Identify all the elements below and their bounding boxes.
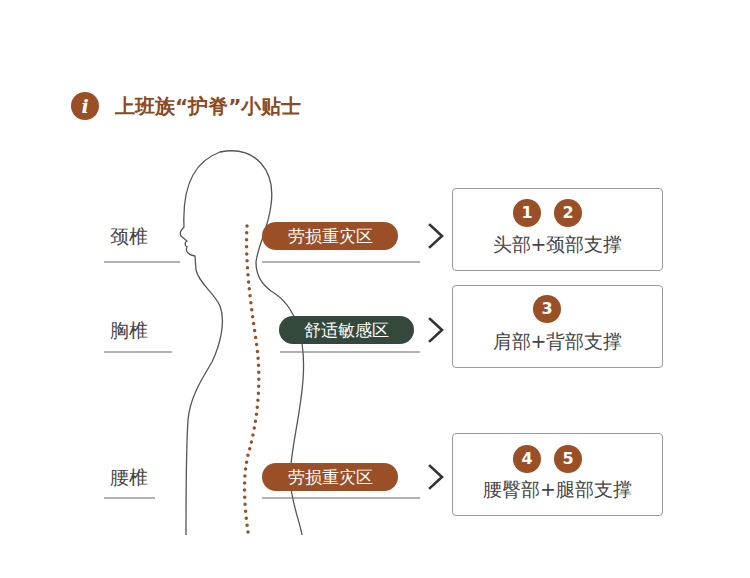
pill-text: 劳损重灾区: [288, 226, 373, 246]
zone-pill: 劳损重灾区: [262, 222, 398, 250]
zone-pill: 劳损重灾区: [262, 463, 398, 491]
underlines: [104, 262, 420, 498]
callout-number: 1: [513, 199, 541, 227]
chevron-connector: [398, 225, 452, 247]
circle-text: 1: [521, 203, 532, 222]
zone-pill: 舒适敏感区: [279, 316, 414, 344]
info-icon: i: [71, 92, 99, 120]
support-box: 头部+颈部支撑 1 2: [452, 188, 663, 271]
callout-number: 3: [533, 295, 561, 323]
support-box: 肩部+背部支撑 3: [452, 285, 663, 368]
title: 上班族“护脊”小贴士: [115, 93, 301, 120]
chevron-connector: [414, 319, 452, 341]
pill-text: 劳损重灾区: [288, 467, 373, 487]
spine-section-label: 胸椎: [110, 318, 148, 344]
circle-text: 4: [521, 449, 532, 468]
chevron-head: [430, 466, 442, 488]
connector-line: [414, 330, 452, 331]
pill-text: 舒适敏感区: [304, 320, 389, 340]
spine-dots: [245, 226, 259, 532]
circle-text: i: [81, 95, 88, 118]
box-text: 肩部+背部支撑: [453, 330, 662, 353]
box-text: 腰臀部+腿部支撑: [453, 478, 662, 501]
spine-section-label: 颈椎: [110, 224, 148, 250]
callout-number: 5: [554, 445, 582, 473]
callout-number: 4: [513, 445, 541, 473]
support-box: 腰臀部+腿部支撑 4 5: [452, 433, 663, 516]
box-text: 头部+颈部支撑: [453, 233, 662, 256]
spine-section-label: 腰椎: [110, 465, 148, 491]
circle-text: 5: [562, 449, 573, 468]
chevron-head: [430, 319, 442, 341]
circle-text: 3: [541, 299, 552, 318]
callout-number: 2: [554, 199, 582, 227]
chevron-connector: [398, 466, 452, 488]
circle-text: 2: [562, 203, 573, 222]
chevron-head: [430, 225, 442, 247]
